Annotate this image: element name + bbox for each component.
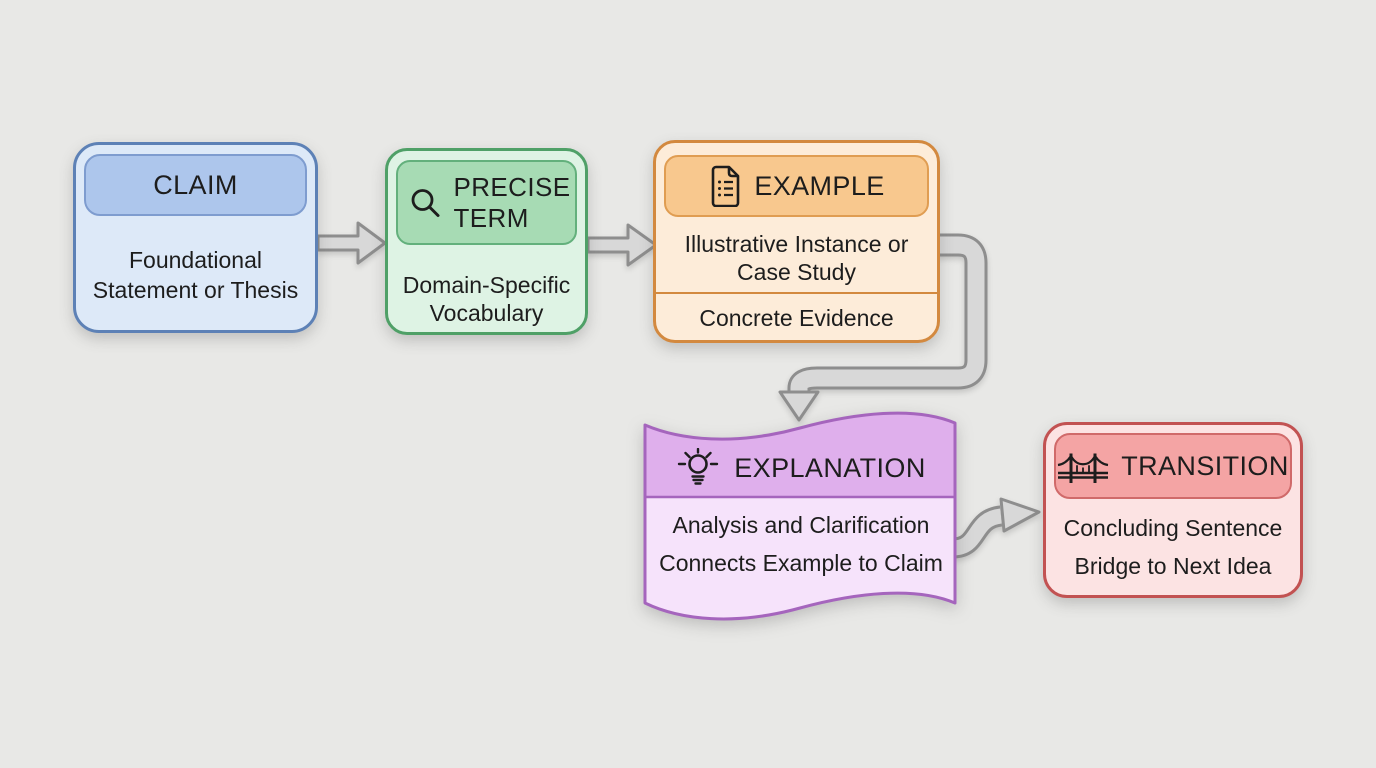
node-precise-term: PRECISE TERM Domain-Specific Vocabulary bbox=[385, 148, 588, 335]
arrow-explanation-to-transition bbox=[951, 497, 1041, 559]
node-precise-term-description: Domain-Specific Vocabulary bbox=[388, 271, 585, 327]
node-claim-title: CLAIM bbox=[153, 169, 238, 200]
node-example-divider bbox=[656, 292, 937, 294]
node-transition-line2: Bridge to Next Idea bbox=[1074, 553, 1272, 579]
node-explanation-title: EXPLANATION bbox=[734, 452, 926, 483]
node-example-title: EXAMPLE bbox=[754, 170, 885, 201]
lightbulb-icon bbox=[676, 448, 720, 488]
bridge-icon bbox=[1057, 447, 1109, 485]
node-transition-line1: Concluding Sentence bbox=[1063, 515, 1283, 541]
node-example-line2: Case Study bbox=[737, 259, 856, 285]
node-precise-term-line1: Domain-Specific bbox=[402, 272, 571, 298]
node-example-footer: Concrete Evidence bbox=[699, 305, 894, 331]
node-precise-term-line2: Vocabulary bbox=[429, 300, 544, 326]
node-transition-header: TRANSITION bbox=[1054, 433, 1292, 499]
node-example: EXAMPLE Illustrative Instance or Case St… bbox=[653, 140, 940, 343]
node-precise-term-header: PRECISE TERM bbox=[396, 160, 577, 245]
node-explanation-description: Analysis and Clarification Connects Exam… bbox=[645, 506, 957, 582]
node-explanation-header: EXPLANATION bbox=[645, 448, 957, 488]
magnifier-icon bbox=[408, 186, 442, 220]
node-transition-title: TRANSITION bbox=[1121, 450, 1289, 481]
node-transition: TRANSITION Concluding Sentence Bridge to… bbox=[1043, 422, 1303, 598]
arrow-claim-to-precise-term bbox=[316, 221, 387, 265]
node-transition-description: Concluding Sentence Bridge to Next Idea bbox=[1046, 509, 1300, 585]
node-precise-term-title: PRECISE TERM bbox=[453, 171, 571, 233]
node-explanation-line2: Connects Example to Claim bbox=[659, 550, 943, 576]
node-claim-description: Foundational Statement or Thesis bbox=[76, 245, 315, 305]
node-example-header: EXAMPLE bbox=[664, 155, 929, 217]
node-explanation-line1: Analysis and Clarification bbox=[672, 512, 930, 538]
document-list-icon bbox=[708, 165, 742, 207]
node-example-description: Illustrative Instance or Case Study bbox=[656, 230, 937, 286]
node-claim-header: CLAIM bbox=[84, 154, 307, 216]
arrow-precise-term-to-example bbox=[586, 223, 658, 267]
node-claim: CLAIM Foundational Statement or Thesis bbox=[73, 142, 318, 333]
node-claim-line2: Statement or Thesis bbox=[92, 277, 299, 303]
explanation-shape bbox=[643, 411, 957, 621]
node-claim-line1: Foundational bbox=[129, 247, 262, 273]
node-example-line1: Illustrative Instance or bbox=[684, 231, 909, 257]
